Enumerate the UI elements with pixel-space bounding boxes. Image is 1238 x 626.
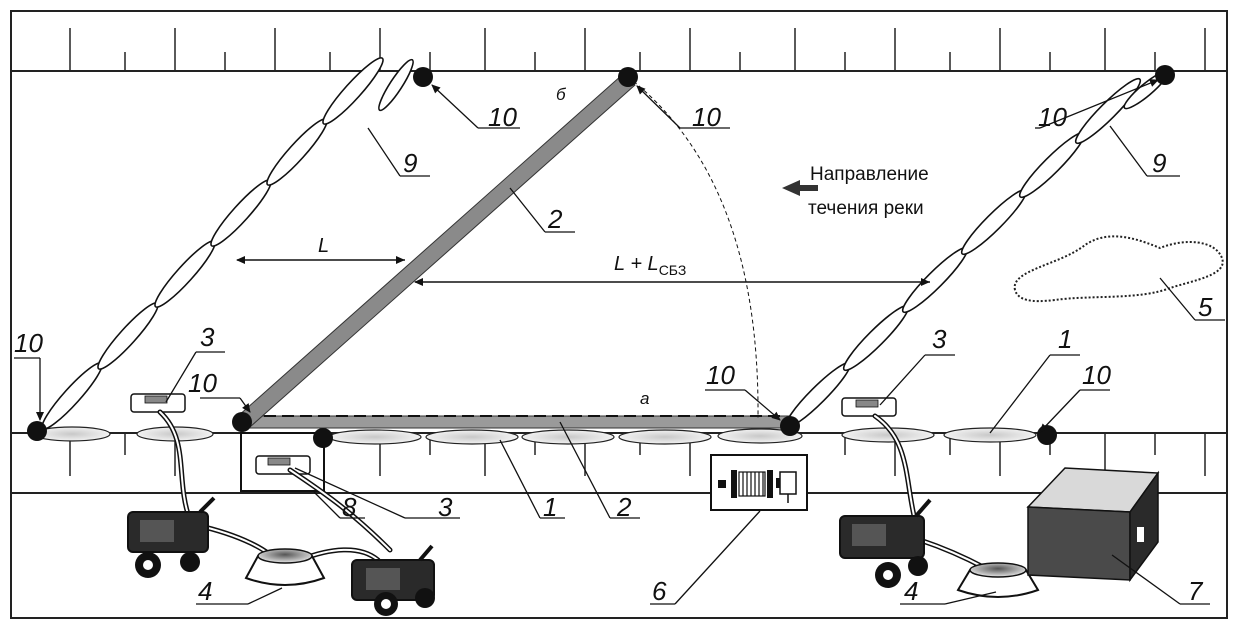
flow-direction-line2: течения реки xyxy=(808,198,924,219)
label-10-bank-end: 10 xyxy=(706,360,735,390)
boom-2-bank-segment xyxy=(241,415,791,429)
tank-4-right xyxy=(956,562,1040,598)
label-3-center: 3 xyxy=(438,492,453,522)
label-10-top-mid: 10 xyxy=(692,102,721,132)
label-4-right: 4 xyxy=(904,576,918,606)
pump-unit-center xyxy=(351,544,435,616)
oil-spot-5 xyxy=(1013,235,1224,303)
label-10-left: 10 xyxy=(14,328,43,358)
point-a-label: а xyxy=(640,389,649,408)
label-5: 5 xyxy=(1198,292,1213,322)
label-9-right: 9 xyxy=(1152,148,1166,178)
building-7 xyxy=(1026,467,1160,583)
leader-lines xyxy=(14,79,1225,605)
pump-unit-right xyxy=(839,498,932,588)
label-10-top-left: 10 xyxy=(488,102,517,132)
label-8: 8 xyxy=(342,492,357,522)
skimmer-3-right xyxy=(841,397,897,417)
dimension-LL-subscript: СБЗ xyxy=(659,262,687,278)
diagram-frame xyxy=(10,10,1228,619)
pump-unit-left xyxy=(127,496,216,578)
point-b-label: б xyxy=(556,85,567,104)
skimmer-3-center xyxy=(255,455,311,475)
label-6: 6 xyxy=(652,576,667,606)
label-7: 7 xyxy=(1188,576,1204,606)
dimension-LL-label: L + LСБЗ xyxy=(614,253,686,278)
skimmer-3-left xyxy=(130,393,186,413)
label-3-right: 3 xyxy=(932,324,947,354)
label-1-center: 1 xyxy=(543,492,557,522)
winch-6 xyxy=(710,454,808,511)
top-bank xyxy=(11,28,1227,72)
label-3-left: 3 xyxy=(200,322,215,352)
tank-4-left xyxy=(244,548,326,586)
label-4-left: 4 xyxy=(198,576,212,606)
dimension-L-label: L xyxy=(318,235,329,257)
flow-direction-line1: Направление xyxy=(810,164,929,185)
label-10-right-bank: 10 xyxy=(1082,360,1111,390)
label-2-diagonal: 2 xyxy=(547,204,563,234)
flow-direction-arrow xyxy=(782,180,818,196)
label-9-left: 9 xyxy=(403,148,417,178)
label-10-top-right: 10 xyxy=(1038,102,1067,132)
hoses xyxy=(157,409,988,571)
label-1-right: 1 xyxy=(1058,324,1072,354)
label-2-bank: 2 xyxy=(616,492,632,522)
swing-arc xyxy=(627,76,759,419)
label-10-boom-start: 10 xyxy=(188,368,217,398)
boom-9-right xyxy=(784,70,1169,429)
boom-9-left xyxy=(41,57,414,430)
